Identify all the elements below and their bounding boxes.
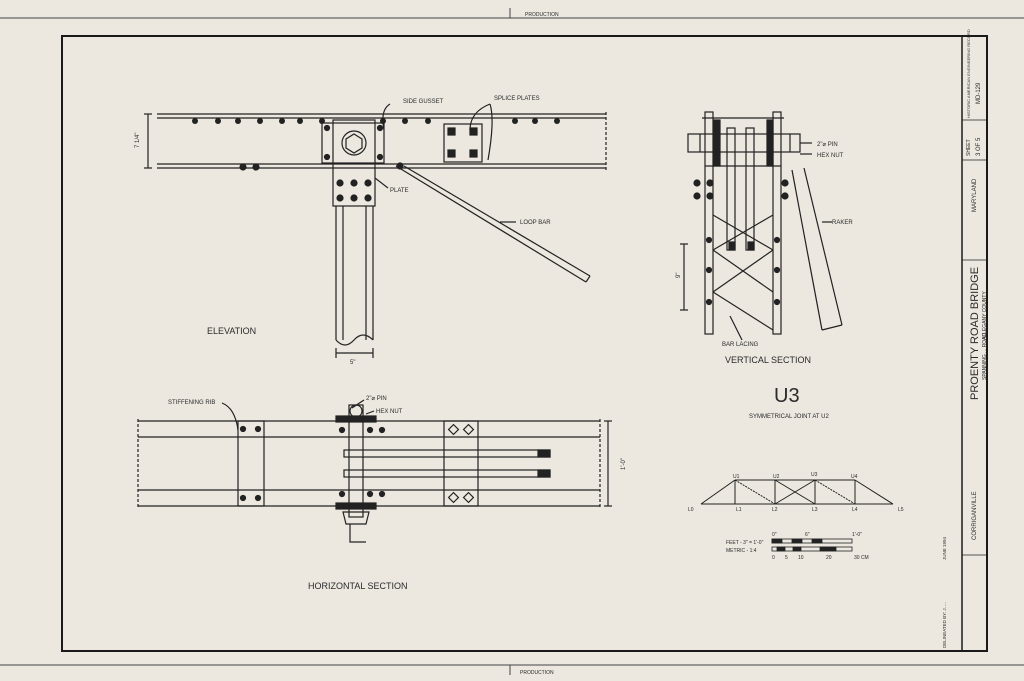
elevation-splice-plates-label: SPLICE PLATES [494,96,540,102]
elevation-width-dim: 5" [350,360,355,366]
title-block-delineated: DELINEATED BY: J. ... [942,602,947,648]
scale-metric-tick: 5 [785,555,788,561]
scale-feet-tick: 1'-0" [852,532,862,538]
elevation-plate-label: PLATE [390,188,409,194]
rivet [215,118,221,124]
horizontal-pin-label: 2"⌀ PIN [366,396,387,402]
vertical-section-title: VERTICAL SECTION [725,355,811,365]
elevation-title: ELEVATION [207,326,256,336]
scale-feet-label: FEET - 3" = 1'-0" [726,540,764,546]
truss-node-u1: U1 [733,474,740,480]
scale-metric-tick: 30 CM [854,555,869,561]
title-block: PROENTY ROAD BRIDGE SPANNING ... ROAD AL… [942,29,988,648]
rivet [297,118,303,124]
title-block-location2: ALLEGANY COUNTY [982,291,988,340]
horizontal-section-view [137,399,612,543]
title-block-date: JUNE 1994 [942,536,947,560]
truss-node-l1: L1 [736,507,742,513]
truss-node-u3: U3 [811,472,818,478]
title-block-state: MARYLAND [972,178,978,212]
truss-key-diagram [700,479,894,505]
elevation-side-gusset-label: SIDE GUSSET [403,99,444,105]
rivet [554,118,560,124]
truss-node-l3: L3 [812,507,818,513]
horizontal-stiffening-rib-label: STIFFENING RIB [168,400,215,406]
rivet [279,118,285,124]
truss-node-l0: L0 [688,507,694,513]
scale-feet-tick: 6" [805,532,810,538]
truss-node-l4: L4 [852,507,858,513]
title-block-survey: HISTORIC AMERICAN ENGINEERING RECORD [966,29,971,118]
title-block-title: PROENTY ROAD BRIDGE [969,267,981,400]
horizontal-width-dim: 1'-0" [621,458,627,470]
scale-metric-tick: 20 [826,555,832,561]
vertical-depth-dim: 9" [676,273,682,278]
scale-metric-tick: 10 [798,555,804,561]
truss-node-u4: U4 [851,474,858,480]
title-block-record-number: MD-129 [976,82,982,104]
graphic-scale [771,538,853,552]
vertical-pin-label: 2"⌀ PIN [817,142,838,148]
elevation-view [144,103,607,358]
title-block-sheet: 3 OF 5 [976,137,982,156]
joint-subtitle: SYMMETRICAL JOINT AT U2 [749,414,829,420]
truss-node-l5: L5 [898,507,904,513]
title-block-town: CORRIGANVILLE [972,491,978,540]
horizontal-section-title: HORIZONTAL SECTION [308,581,408,591]
title-block-location1: SPANNING ... ROAD [982,332,988,380]
scale-metric-tick: 0 [772,555,775,561]
truss-node-u2: U2 [773,474,780,480]
scale-feet-tick: 0" [772,532,777,538]
rivet [257,118,263,124]
vertical-bar-lacing-label: BAR LACING [722,342,759,348]
vertical-raker-label: RAKER [832,220,853,226]
bottom-mark: PRODUCTION [520,670,554,676]
top-mark: PRODUCTION [525,12,559,18]
vertical-hex-nut-label: HEX NUT [817,153,844,159]
rivet [402,118,408,124]
rivet [192,118,198,124]
rivet [532,118,538,124]
joint-title: U3 [774,385,800,407]
vertical-section-view [680,111,843,341]
elevation-height-dim: 7 1/4" [135,133,141,148]
drawing-border [61,35,988,652]
elevation-loop-bar-label: LOOP BAR [520,220,551,226]
title-block-sheet-label: SHEET [966,139,972,156]
rivet [235,118,241,124]
scale-metric-label: METRIC - 1:4 [726,548,757,554]
rivet [425,118,431,124]
horizontal-hex-nut-label: HEX NUT [376,409,403,415]
truss-node-l2: L2 [772,507,778,513]
rivet [512,118,518,124]
